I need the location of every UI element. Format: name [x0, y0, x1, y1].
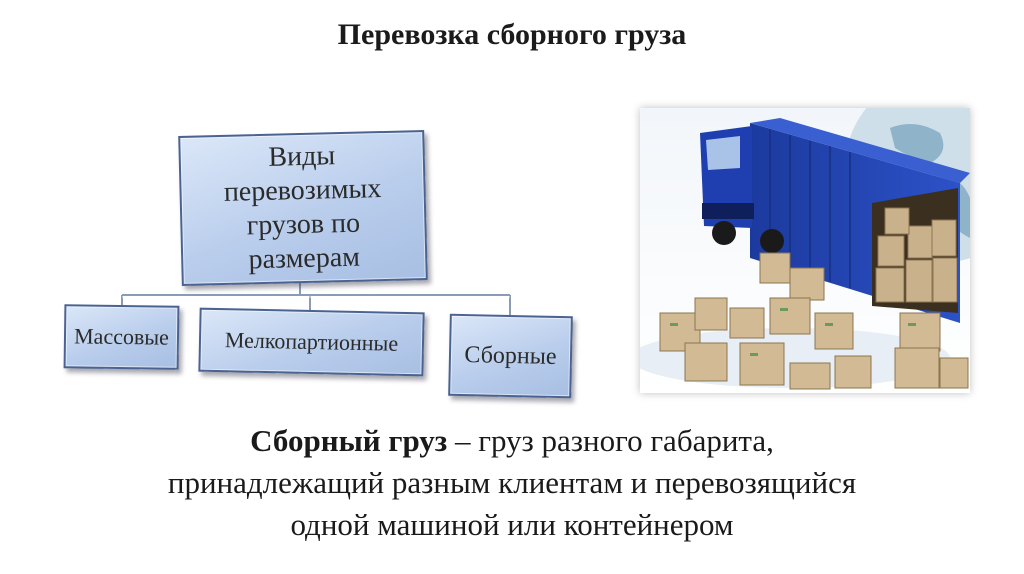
truck-with-cargo-boxes-icon	[630, 73, 1024, 393]
diagram-root-box: Виды перевозимых грузов по размерам	[178, 130, 428, 286]
definition-line-2: принадлежащий разным клиентам и перевозя…	[167, 465, 857, 500]
definition-text: Сборный груз – груз разного габарита, пр…	[0, 420, 1024, 546]
diagram-child-small-batch: Мелкопартионные	[198, 307, 425, 377]
definition-line-1-rest: груз разного габарита,	[478, 423, 774, 458]
slide-title: Перевозка сборного груза	[337, 18, 687, 51]
diagram-child-consolidated: Сборные	[448, 313, 573, 399]
definition-line-1: Сборный груз – груз разного габарита,	[0, 420, 1024, 462]
diagram-child-mass: Массовые	[63, 304, 180, 370]
definition-line-3: одной машиной или контейнером	[290, 507, 734, 542]
definition-term: Сборный груз	[250, 423, 448, 458]
truck-cargo-illustration	[630, 73, 1024, 393]
definition-dash: –	[447, 423, 479, 458]
